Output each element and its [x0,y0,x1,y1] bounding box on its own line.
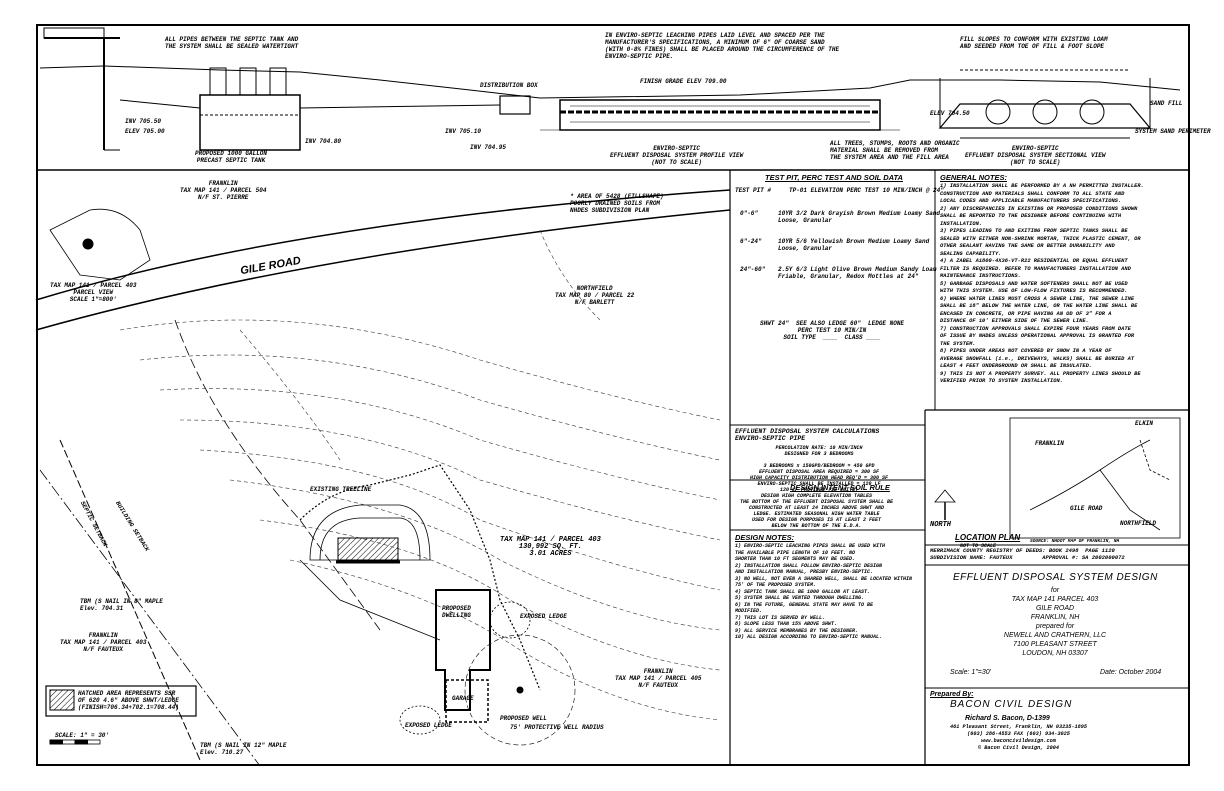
area-note: * AREA OF 5428 (FILLSHAPE) POORLY DRAINE… [570,193,664,214]
tbm-label: TBM (S NAIL IN 12" MAPLE Elev. 710.27 [200,742,287,756]
location-label: FRANKLIN [1035,440,1064,447]
elev-label: ELEV 704.50 [930,110,970,117]
title-scale: Scale: 1"=30' [950,669,991,676]
plan-view [35,189,731,767]
test-pit-summary: SHWT 24" SEE ALSO LEDGE 60" LEDGE NONE P… [760,320,905,341]
design-intent-title: DESIGN INTENT SOIL RULE [790,483,890,492]
inv-label: INV 704.80 [305,138,342,145]
location-label: NORTHFIELD [1120,520,1157,527]
north-label: NORTH [930,521,952,529]
company-logo: BACON CIVIL DESIGN [950,699,1073,710]
designer-contact: 461 Pleasant Street, Franklin, NH 03235-… [950,724,1087,751]
dwelling-label: PROPOSED DWELLING [442,605,471,619]
calc-body: PERCOLATION RATE: 10 MIN/INCH DESIGNED F… [750,445,889,493]
soil-depth: 24"-60" [740,266,766,273]
soil-desc: 10YR 5/6 Yellowish Brown Medium Loamy Sa… [778,238,930,252]
abutter-franklin-top: FRANKLIN TAX MAP 141 / PARCEL 504 N/F ST… [180,180,267,201]
general-notes-title: GENERAL NOTES: [940,173,1007,182]
title-line: prepared for [1035,623,1075,630]
test-pit-title: TEST PIT, PERC TEST AND SOIL DATA [765,173,903,182]
location-plan-title: LOCATION PLAN [955,533,1021,542]
soil-depth: 0"-6" [740,210,759,217]
prepared-by: Prepared By: [930,691,974,698]
scale-bar-label: SCALE: 1" = 30' [55,732,110,739]
exposed-ledge-label: EXPOSED LEDGE [520,613,567,620]
calc-title: EFFLUENT DISPOSAL SYSTEM CALCULATIONS EN… [735,428,880,442]
profile-note-enviro: IN ENVIRO-SEPTIC LEACHING PIPES LAID LEV… [605,32,840,60]
tank-label: PROPOSED 1000 GALLON PRECAST SEPTIC TANK [195,150,268,164]
tbm-label: TBM (S NAIL IN 8" MAPLE Elev. 704.31 [80,598,163,612]
profile-view [39,27,1181,151]
treeline-label: EXISTING TREELINE [310,486,372,493]
design-intent-body: DESIGN HIGH COMPLETE ELEVATION TABLES TH… [740,493,894,529]
all-trees-note: ALL TREES, STUMPS, ROOTS AND ORGANIC MAT… [830,140,960,161]
designer-name: Richard S. Bacon, D-1399 [965,715,1050,722]
sand-fill-label: SAND FILL [1150,100,1183,107]
title-line: LOUDON, NH 03307 [1022,650,1088,657]
title-line: GILE ROAD [1035,605,1075,612]
sand-perimeter-label: SYSTEM SAND PERIMETER [1135,128,1211,135]
location-scale: NOT TO SCALE [960,543,997,549]
title-for: for [1050,587,1060,594]
location-label: GILE ROAD [1070,505,1103,512]
soil-desc: 2.5Y 6/3 Light Olive Brown Medium Sandy … [778,266,937,280]
inv-label: INV 705.10 [445,128,482,135]
soil-desc: 10YR 3/2 Dark Grayish Brown Medium Loamy… [778,210,941,224]
registry-info: MERRIMACK COUNTY REGISTRY OF DEEDS: BOOK… [930,547,1125,561]
abutter-franklin-left: FRANKLIN TAX MAP 141 / PARCEL 403 N/F FA… [60,632,147,653]
location-map [934,417,1181,539]
inv-label: INV 704.95 [470,144,507,151]
inv-label: INV 705.50 [125,118,162,125]
distribution-box-label: DISTRIBUTION BOX [480,82,538,89]
hatched-legend: HATCHED AREA REPRESENTS SSR OF 620 4.6" … [78,690,179,711]
elev-label: ELEV 705.00 [125,128,165,135]
title-date: Date: October 2004 [1100,669,1162,676]
location-footer: SOURCE: NHDOT MAP OF FRANKLIN, NH [1030,539,1120,544]
title-line: FRANKLIN, NH [1030,614,1080,621]
profile-note-fill: FILL SLOPES TO CONFORM WITH EXISTING LOA… [960,36,1108,50]
section-view-title: ENVIRO-SEPTIC EFFLUENT DISPOSAL SYSTEM S… [965,145,1106,166]
abutter-northfield: NORTHFIELD TAX MAP 80 / PARCEL 22 N/F BA… [555,285,635,306]
parcel-view-label: TAX MAP 141 / PARCEL 403 PARCEL VIEW SCA… [50,282,137,303]
finish-grade-label: FINISH GRADE ELEV 709.00 [640,78,727,85]
title-line: TAX MAP 141 PARCEL 403 [1011,596,1099,603]
general-notes-body: 1) INSTALLATION SHALL BE PERFORMED BY A … [940,183,1144,384]
location-label: ELKIN [1135,420,1154,427]
test-pit-line: TEST PIT # TP-01 ELEVATION PERC TEST 10 … [735,187,944,194]
exposed-ledge-label: EXPOSED LEDGE [405,722,452,729]
proposed-well-label: PROPOSED WELL [500,715,547,722]
title-line: NEWELL AND CRATHERN, LLC [1003,632,1107,639]
profile-view-title: ENVIRO-SEPTIC EFFLUENT DISPOSAL SYSTEM P… [610,145,744,166]
design-notes-title: DESIGN NOTES: [735,533,795,542]
design-notes-body: 1) ENVIRO-SEPTIC LEACHING PIPES SHALL BE… [735,543,913,640]
title-line: 7100 PLEASANT STREET [1013,641,1097,648]
well-radius-label: 75' PROTECTIVE WELL RADIUS [510,724,604,731]
drawing-title: EFFLUENT DISPOSAL SYSTEM DESIGN [953,572,1158,583]
drawing-sheet [36,24,1190,766]
garage-label: GARAGE [452,695,474,702]
profile-note-pipes: ALL PIPES BETWEEN THE SEPTIC TANK AND TH… [165,36,299,50]
soil-depth: 6"-24" [740,238,762,245]
parcel-main-label: TAX MAP 141 / PARCEL 403 130,992 SQ. FT.… [500,536,601,558]
abutter-franklin-right: FRANKLIN TAX MAP 141 / PARCEL 405 N/F FA… [615,668,702,689]
